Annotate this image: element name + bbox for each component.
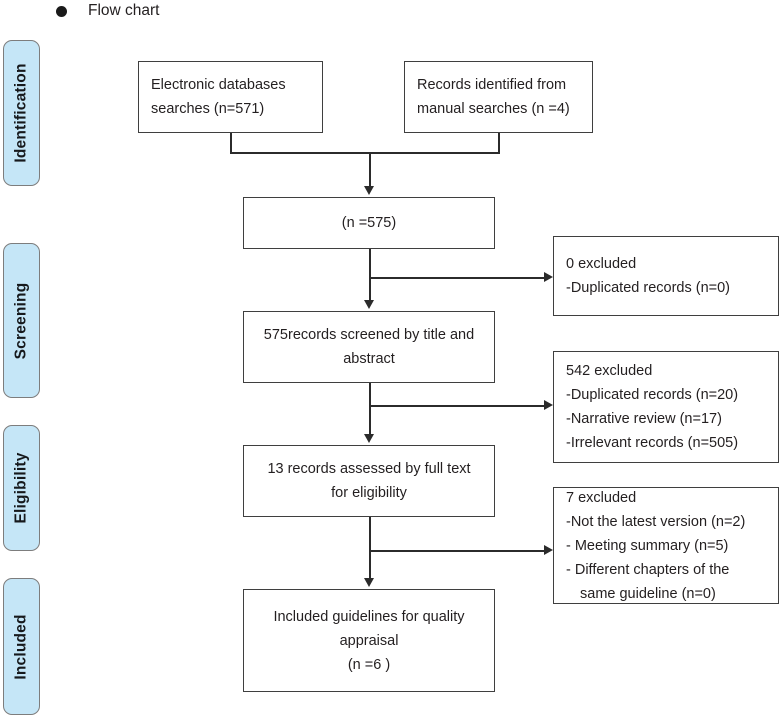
connector-branch-to-exclusion-1 xyxy=(369,277,546,279)
box-line-1: 575records screened by title and xyxy=(263,327,475,343)
stage-label-text: Screening xyxy=(12,282,30,359)
box-text: Included guidelines for quality appraisa… xyxy=(244,605,494,677)
box-manual-search-records: Records identified from manual searches … xyxy=(404,61,593,133)
connector-stub-left xyxy=(230,133,232,153)
box-line-2: searches (n=571) xyxy=(151,101,265,117)
connector-merge-down xyxy=(369,152,371,188)
box-line-1: Included guidelines for quality xyxy=(273,608,465,625)
exclusion-item: -Duplicated records (n=20) xyxy=(566,387,739,403)
box-text: Records identified from manual searches … xyxy=(405,73,592,121)
stage-label-included: Included xyxy=(3,578,40,715)
box-line-1: Records identified from xyxy=(417,77,567,93)
box-line-2: for eligibility xyxy=(331,485,407,501)
arrow-down-to-screened xyxy=(364,300,374,309)
arrow-right-to-exclusion-3 xyxy=(544,545,553,555)
exclusion-item-wrapped-part-1: - Different chapters of the xyxy=(566,561,730,578)
exclusion-item: - Meeting summary (n=5) xyxy=(566,537,729,554)
connector-merge-bar xyxy=(230,152,500,154)
stage-label-text: Identification xyxy=(12,63,30,163)
box-text: 542 excluded -Duplicated records (n=20) … xyxy=(554,359,778,455)
stage-label-eligibility: Eligibility xyxy=(3,425,40,551)
box-full-text-assessed: 13 records assessed by full text for eli… xyxy=(243,445,495,517)
box-included-guidelines: Included guidelines for quality appraisa… xyxy=(243,589,495,692)
arrow-down-to-included xyxy=(364,578,374,587)
arrow-right-to-exclusion-2 xyxy=(544,400,553,410)
box-line-1: 13 records assessed by full text xyxy=(267,461,471,477)
exclusion-item-wrapped-part-2: same guideline (n=0) xyxy=(580,585,716,602)
box-line-1: Electronic databases xyxy=(151,77,286,93)
stage-label-text: Included xyxy=(12,613,30,680)
arrow-down-to-total xyxy=(364,186,374,195)
box-exclusion-screening: 542 excluded -Duplicated records (n=20) … xyxy=(553,351,779,463)
box-exclusion-full-text: 7 excluded -Not the latest version (n=2)… xyxy=(553,487,779,604)
box-text: 0 excluded -Duplicated records (n=0) xyxy=(554,252,778,300)
arrow-right-to-exclusion-1 xyxy=(544,272,553,282)
exclusion-item: -Not the latest version (n=2) xyxy=(566,513,746,530)
connector-stub-right xyxy=(498,133,500,153)
stage-label-screening: Screening xyxy=(3,243,40,398)
box-text: 13 records assessed by full text for eli… xyxy=(244,457,494,505)
connector-screened-to-fulltext xyxy=(369,383,371,436)
stage-label-text: Eligibility xyxy=(12,452,30,524)
box-text: 7 excluded -Not the latest version (n=2)… xyxy=(554,486,778,606)
bullet-dot-icon xyxy=(56,5,67,17)
page-heading: Flow chart xyxy=(56,2,160,20)
box-line-2: appraisal xyxy=(339,632,399,649)
box-text: Electronic databases searches (n=571) xyxy=(139,73,322,121)
exclusion-item: -Duplicated records (n=0) xyxy=(566,280,731,296)
exclusion-title: 7 excluded xyxy=(566,489,637,506)
stage-label-identification: Identification xyxy=(3,40,40,186)
box-exclusion-duplicates: 0 excluded -Duplicated records (n=0) xyxy=(553,236,779,316)
exclusion-title: 542 excluded xyxy=(566,363,653,379)
box-line-1: (n =575) xyxy=(341,215,397,231)
box-text: 575records screened by title and abstrac… xyxy=(244,323,494,371)
box-line-2: manual searches (n =4) xyxy=(417,101,570,117)
box-line-3: (n =6 ) xyxy=(347,656,391,673)
page-title: Flow chart xyxy=(88,2,160,19)
exclusion-title: 0 excluded xyxy=(566,256,637,272)
connector-branch-to-exclusion-2 xyxy=(369,405,546,407)
connector-branch-to-exclusion-3 xyxy=(369,550,546,552)
connector-fulltext-to-included xyxy=(369,517,371,580)
exclusion-item: -Irrelevant records (n=505) xyxy=(566,435,739,451)
box-total-records: (n =575) xyxy=(243,197,495,249)
arrow-down-to-fulltext xyxy=(364,434,374,443)
box-records-screened: 575records screened by title and abstrac… xyxy=(243,311,495,383)
box-text: (n =575) xyxy=(244,211,494,235)
box-line-2: abstract xyxy=(343,351,395,367)
exclusion-item: -Narrative review (n=17) xyxy=(566,411,722,427)
box-electronic-database-searches: Electronic databases searches (n=571) xyxy=(138,61,323,133)
connector-total-to-screened xyxy=(369,249,371,302)
